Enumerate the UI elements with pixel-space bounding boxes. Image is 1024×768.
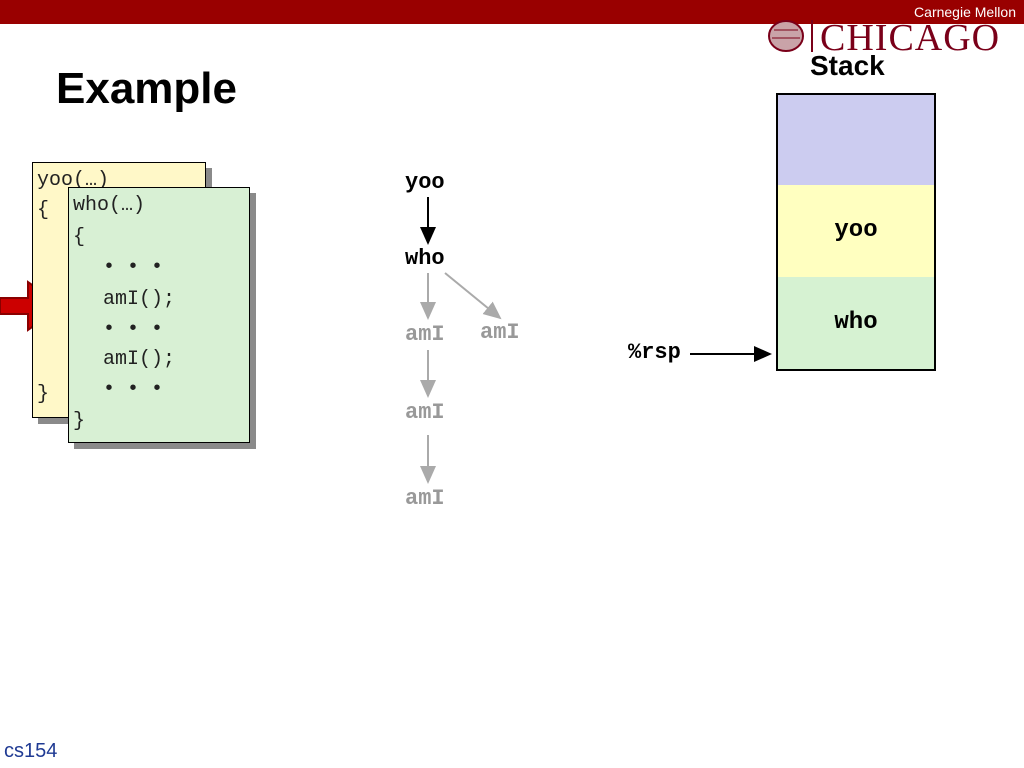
code-line: amI(); (103, 288, 176, 311)
call-node-ami: amI (405, 486, 445, 511)
code-line: • • • (103, 256, 164, 279)
code-line: • • • (103, 318, 164, 341)
stack-frame-caller (776, 93, 936, 189)
code-line: • • • (103, 378, 164, 401)
stack-title: Stack (810, 50, 885, 81)
logo-divider (811, 20, 813, 52)
code-line: } (37, 383, 50, 406)
code-line: } (73, 410, 86, 433)
call-node-ami: amI (405, 322, 445, 347)
course-footer: cs154 (4, 740, 58, 762)
code-line: { (37, 199, 50, 222)
stack-frame-yoo: yoo (776, 185, 936, 279)
code-line: amI(); (103, 348, 176, 371)
code-line: { (73, 226, 86, 249)
call-edge (444, 272, 502, 320)
stack-frame-who: who (776, 277, 936, 371)
code-line: yoo(…) (37, 169, 110, 192)
call-node-yoo: yoo (405, 170, 445, 195)
call-node-ami: amI (405, 400, 445, 425)
university-logo: CHICAGO (766, 17, 1024, 59)
logo-wordmark: CHICAGO (820, 17, 1001, 59)
rsp-label: %rsp (628, 340, 681, 365)
who-code-box: who(…) { • • • amI(); • • • amI(); • • •… (68, 187, 250, 443)
top-bar: Carnegie Mellon (0, 0, 1024, 24)
call-node-who: who (405, 246, 445, 271)
code-line: who(…) (73, 194, 146, 217)
crest-icon (768, 20, 804, 52)
slide-title: Example (56, 64, 237, 113)
brand-text: Carnegie Mellon (914, 4, 1016, 20)
call-node-ami: amI (480, 320, 520, 345)
